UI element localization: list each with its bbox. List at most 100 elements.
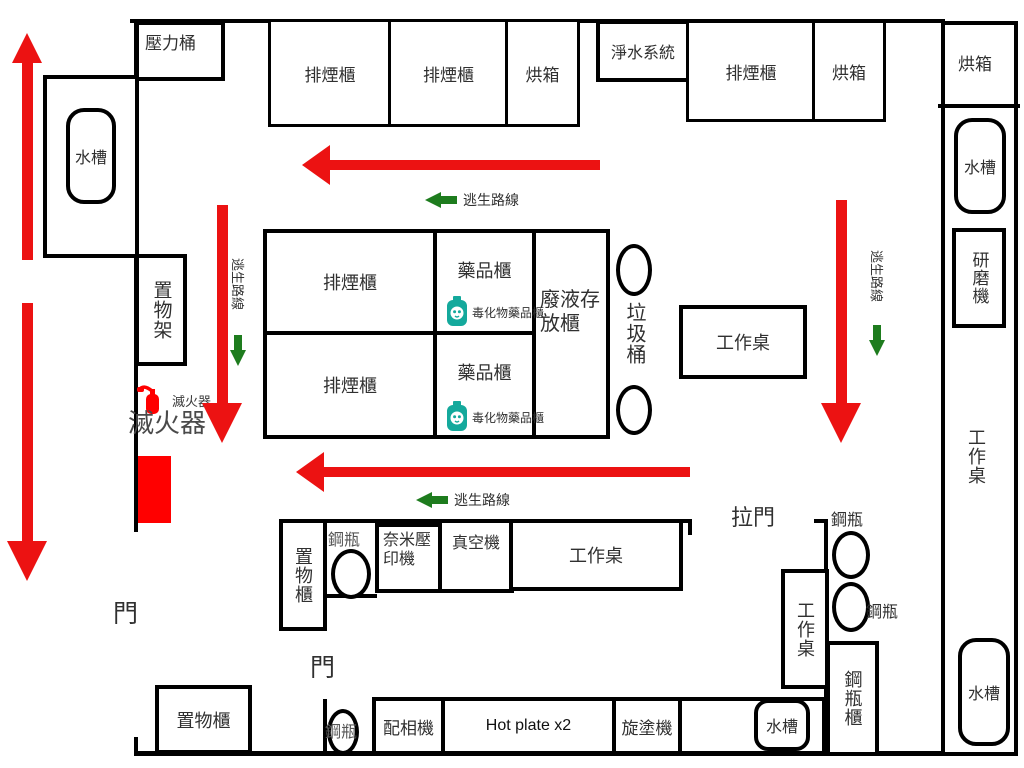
work-table-long: 工作桌 xyxy=(509,519,683,591)
fume-hood-c2: 排煙櫃 xyxy=(263,331,437,439)
escape-arrow-top-icon xyxy=(425,192,441,208)
escape-arrow-rightmid-icon xyxy=(869,340,885,356)
pressure-tank: 壓力桶 xyxy=(135,21,225,81)
toxic-cabinet-icon-2 xyxy=(447,401,467,431)
sink-label: 水槽 xyxy=(967,686,1000,703)
oven-c-label: 烘箱 xyxy=(958,55,992,74)
trash-bin-label: 垃圾桶 xyxy=(623,302,645,365)
oven-label: 烘箱 xyxy=(525,65,560,85)
trash-bin-circle-bottom xyxy=(616,385,652,435)
trash-bin-circle-top xyxy=(616,244,652,296)
gas-cylinder-4-circle xyxy=(327,709,359,755)
work-table-label: 工作桌 xyxy=(716,333,770,353)
door-bottom-label: 門 xyxy=(310,654,336,682)
grinder: 研磨機 xyxy=(952,228,1006,328)
arrow-left-up-shaft xyxy=(22,60,33,260)
escape-arrow-leftmid-icon xyxy=(230,350,246,366)
fume-hood-label: 排煙櫃 xyxy=(323,376,377,396)
sink-label: 水槽 xyxy=(74,150,107,167)
fume-hood-label: 排煙櫃 xyxy=(423,65,474,85)
oven-b: 烘箱 xyxy=(812,20,886,122)
storage-cabinet-label: 置物櫃 xyxy=(176,710,231,731)
fume-hood-b: 排煙櫃 xyxy=(686,20,816,122)
toxic-cabinet-note-2: 毒化物藥品櫃 xyxy=(472,411,545,425)
oven-label: 烘箱 xyxy=(832,63,866,83)
fume-hood-a1: 排煙櫃 xyxy=(268,19,392,127)
escape-arrow-leftmid-shaft xyxy=(234,335,242,350)
storage-cabinet-vertical: 置物櫃 xyxy=(279,519,327,631)
escape-route-label-leftmid: 逃生路線 xyxy=(230,258,245,311)
gas-cylinder-cabinet-label: 鋼瓶櫃 xyxy=(842,670,863,727)
storage-cabinet-label: 置物櫃 xyxy=(293,546,313,604)
arrow-top-head xyxy=(302,145,330,185)
work-table-vertical: 工作桌 xyxy=(781,569,829,689)
arrow-right-shaft xyxy=(836,200,847,405)
fume-hood-label: 排煙櫃 xyxy=(323,273,377,293)
storage-rack-label: 置物架 xyxy=(150,280,172,340)
phase-matching-label: 配相機 xyxy=(383,718,434,738)
gas-cylinder-1-circle xyxy=(331,549,371,599)
fume-hood-label: 排煙櫃 xyxy=(725,63,777,83)
escape-route-label-rightmid: 逃生路線 xyxy=(869,250,884,303)
waste-liquid-cabinet: 廢液存放櫃 xyxy=(532,229,610,439)
escape-route-label-top: 逃生路線 xyxy=(463,192,519,208)
escape-route-label-bottom: 逃生路線 xyxy=(454,492,510,508)
arrow-midleft-head xyxy=(202,403,242,443)
pressure-tank-label: 壓力桶 xyxy=(145,34,196,53)
arrow-left-down-shaft xyxy=(22,303,33,543)
wall-bottom-vline xyxy=(323,699,327,755)
fume-hood-label: 排煙櫃 xyxy=(304,65,356,85)
fire-extinguisher-label-large: 滅火器 xyxy=(128,408,207,438)
oven-a: 烘箱 xyxy=(505,19,580,127)
gas-cylinder-1-label: 鋼瓶 xyxy=(328,532,361,549)
grinder-label: 研磨機 xyxy=(969,251,989,305)
sink-label: 水槽 xyxy=(765,719,798,736)
sliding-door-label: 拉門 xyxy=(731,505,776,530)
vacuum-label: 真空機 xyxy=(451,535,500,552)
nanoimprint-label: 奈米壓印機 xyxy=(383,532,432,569)
fume-hood-a2: 排煙櫃 xyxy=(388,19,509,127)
arrow-left-up-head xyxy=(12,33,42,63)
arrow-bottom-shaft xyxy=(322,467,690,477)
work-table-label: 工作桌 xyxy=(795,600,815,658)
water-purification-system: 淨水系統 xyxy=(596,20,690,82)
escape-arrow-top-shaft xyxy=(441,196,457,204)
escape-arrow-bottom-shaft xyxy=(432,496,448,504)
gas-cylinder-3-label: 鋼瓶 xyxy=(866,604,899,621)
escape-arrow-rightmid-shaft xyxy=(873,325,881,340)
escape-arrow-bottom-icon xyxy=(416,492,432,508)
chemical-cabinet-label: 藥品櫃 xyxy=(457,261,512,281)
sink-right-bottom: 水槽 xyxy=(958,638,1010,746)
fire-extinguisher-icon xyxy=(137,385,159,414)
gas-cylinder-2-label: 鋼瓶 xyxy=(831,512,864,529)
gas-cylinder-3-circle xyxy=(832,582,870,632)
hot-plate-label: Hot plate x2 xyxy=(485,717,572,734)
arrow-bottom-head xyxy=(296,452,324,492)
sink-top-left: 水槽 xyxy=(66,108,116,204)
sink-label: 水槽 xyxy=(963,160,996,177)
sink-right-top: 水槽 xyxy=(954,118,1006,214)
toxic-cabinet-icon-1 xyxy=(447,296,467,326)
arrow-midleft-shaft xyxy=(217,205,228,405)
arrow-top-shaft xyxy=(328,160,600,170)
work-table-mid: 工作桌 xyxy=(679,305,807,379)
door-left-label: 門 xyxy=(113,600,139,628)
spin-coater-label: 旋塗機 xyxy=(621,718,673,738)
hot-plate: Hot plate x2 xyxy=(441,697,616,755)
red-block xyxy=(138,456,171,523)
wall-left-stub xyxy=(134,737,138,756)
fire-extinguisher-note: 滅火器 xyxy=(172,394,212,409)
toxic-cabinet-note-1: 毒化物藥品櫃 xyxy=(472,306,545,320)
wall-bracket xyxy=(814,519,828,523)
water-purification-label: 淨水系統 xyxy=(610,45,675,62)
spin-coater: 旋塗機 xyxy=(612,697,682,755)
vacuum-machine: 真空機 xyxy=(438,519,514,593)
fume-hood-c1: 排煙櫃 xyxy=(263,229,437,335)
arrow-right-head xyxy=(821,403,861,443)
chemical-cabinet-label: 藥品櫃 xyxy=(457,363,512,383)
arrow-left-down-head xyxy=(7,541,47,581)
phase-matching-machine: 配相機 xyxy=(372,697,445,755)
work-table-right-label: 工作桌 xyxy=(966,428,986,485)
storage-rack: 置物架 xyxy=(135,254,187,366)
sink-bench: 水槽 xyxy=(754,699,810,751)
